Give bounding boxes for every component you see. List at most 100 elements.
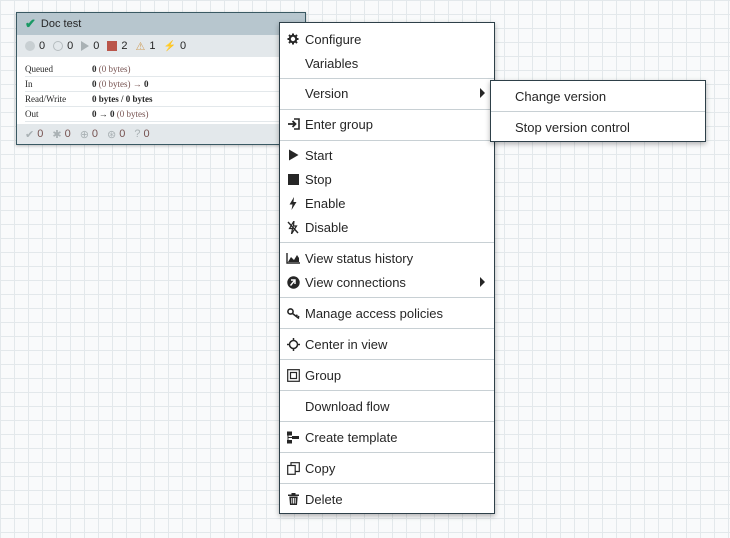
process-group-stats: 0 0 0 2 ⚠1 ⚡0 [17, 35, 305, 57]
trash-icon [286, 493, 300, 505]
menu-divider [280, 242, 494, 243]
menu-item-start[interactable]: Start [280, 143, 494, 167]
menu-label: Manage access policies [305, 305, 444, 321]
stale-icon: ⊕ [79, 128, 89, 141]
menu-label: Variables [305, 55, 359, 71]
lightning-icon [286, 196, 300, 210]
menu-label: Center in view [305, 336, 388, 352]
running-icon [81, 41, 90, 51]
menu-item-download-flow[interactable]: Download flow [280, 394, 494, 418]
menu-label: Delete [305, 491, 343, 507]
menu-divider [280, 328, 494, 329]
context-menu: Configure Variables Version Enter group … [279, 22, 495, 514]
group-icon [286, 368, 300, 382]
menu-item-disable[interactable]: Disable [280, 215, 494, 239]
menu-label: Enable [305, 195, 346, 211]
sync-failure-icon: ? [134, 128, 141, 140]
menu-item-group[interactable]: Group [280, 363, 494, 387]
row-label: In [25, 79, 33, 89]
menu-divider [280, 452, 494, 453]
transmitting-icon [25, 41, 35, 51]
connections-icon [286, 275, 300, 289]
menu-item-create-template[interactable]: Create template [280, 425, 494, 449]
process-group[interactable]: ✔ Doc test 0 0 0 2 ⚠1 ⚡0 Queued 0 (0 byt… [16, 12, 306, 145]
not-transmitting-stat: 0 [53, 40, 73, 52]
modified-stale-icon: ⊛ [107, 128, 117, 141]
crosshairs-icon [286, 337, 300, 351]
menu-label: Disable [305, 219, 349, 235]
menu-label: Download flow [305, 398, 390, 414]
row-value: 0 → 0 [92, 109, 115, 119]
row-value-bytes: (0 bytes) [116, 109, 149, 119]
menu-label: Configure [305, 31, 362, 47]
menu-label: View status history [305, 250, 414, 266]
running-stat: 0 [81, 40, 99, 52]
row-label: Read/Write [25, 94, 67, 104]
menu-item-stop[interactable]: Stop [280, 167, 494, 191]
menu-item-view-connections[interactable]: View connections [280, 270, 494, 294]
row-value-bytes: (0 bytes) [98, 64, 131, 74]
transmitting-stat: 0 [25, 40, 45, 52]
menu-divider [280, 421, 494, 422]
menu-label: View connections [305, 274, 406, 290]
table-row: In 0 (0 bytes) → 0 5 [25, 77, 299, 92]
menu-item-enter-group[interactable]: Enter group [280, 112, 494, 136]
table-row: Out 0 → 0 (0 bytes) 5 [25, 107, 299, 122]
process-group-header[interactable]: ✔ Doc test [17, 13, 305, 35]
version-status-footer: ✔0 ✱0 ⊕0 ⊛0 ?0 [17, 124, 305, 144]
menu-item-delete[interactable]: Delete [280, 487, 494, 511]
menu-label: Create template [305, 429, 398, 445]
menu-item-version[interactable]: Version [280, 81, 494, 105]
locally-modified-icon: ✱ [52, 128, 62, 141]
stopped-stat: 2 [107, 40, 128, 52]
version-submenu: Change version Stop version control [490, 80, 706, 142]
process-group-name: Doc test [40, 18, 82, 30]
row-label: Queued [25, 64, 53, 74]
menu-divider [280, 140, 494, 141]
submenu-item-stop-version-control[interactable]: Stop version control [515, 119, 630, 135]
play-icon [286, 149, 300, 161]
submenu-arrow-icon [480, 88, 485, 98]
menu-divider [280, 109, 494, 110]
row-value: 0 [92, 64, 97, 74]
menu-label: Enter group [305, 116, 373, 132]
menu-item-variables[interactable]: Variables [280, 51, 494, 75]
menu-item-view-status-history[interactable]: View status history [280, 246, 494, 270]
stop-icon [286, 173, 300, 185]
menu-label: Copy [305, 460, 336, 476]
menu-divider [280, 359, 494, 360]
area-chart-icon [286, 252, 300, 264]
menu-label: Group [305, 367, 342, 383]
menu-item-copy[interactable]: Copy [280, 456, 494, 480]
menu-item-manage-access-policies[interactable]: Manage access policies [280, 301, 494, 325]
menu-divider [280, 297, 494, 298]
menu-label: Start [305, 147, 333, 163]
disabled-stat: ⚡0 [163, 40, 187, 52]
row-value-bytes: (0 bytes) → [98, 79, 142, 89]
up-to-date-check-icon: ✔ [25, 16, 36, 31]
table-row: Read/Write 0 bytes / 0 bytes 5 [25, 92, 299, 107]
row-label: Out [25, 109, 39, 119]
menu-item-center-in-view[interactable]: Center in view [280, 332, 494, 356]
row-value: 0 bytes / 0 bytes [92, 94, 153, 104]
row-value-out: 0 [144, 79, 149, 89]
submenu-arrow-icon [480, 277, 485, 287]
not-transmitting-icon [53, 41, 64, 51]
key-icon [286, 307, 300, 319]
menu-divider [280, 390, 494, 391]
copy-icon [286, 461, 300, 475]
menu-label: Stop [305, 171, 332, 187]
menu-item-configure[interactable]: Configure [280, 27, 494, 51]
template-icon [286, 431, 300, 444]
table-row: Queued 0 (0 bytes) [25, 62, 291, 77]
menu-item-enable[interactable]: Enable [280, 191, 494, 215]
menu-divider [280, 483, 494, 484]
submenu-item-change-version[interactable]: Change version [515, 88, 607, 104]
up-to-date-icon: ✔ [25, 128, 35, 141]
row-value: 0 [92, 79, 97, 89]
enter-group-icon [286, 118, 300, 130]
disable-lightning-icon [286, 220, 300, 234]
menu-divider [280, 78, 494, 79]
disabled-icon: ⚡ [163, 40, 176, 52]
warning-icon: ⚠ [135, 40, 146, 53]
